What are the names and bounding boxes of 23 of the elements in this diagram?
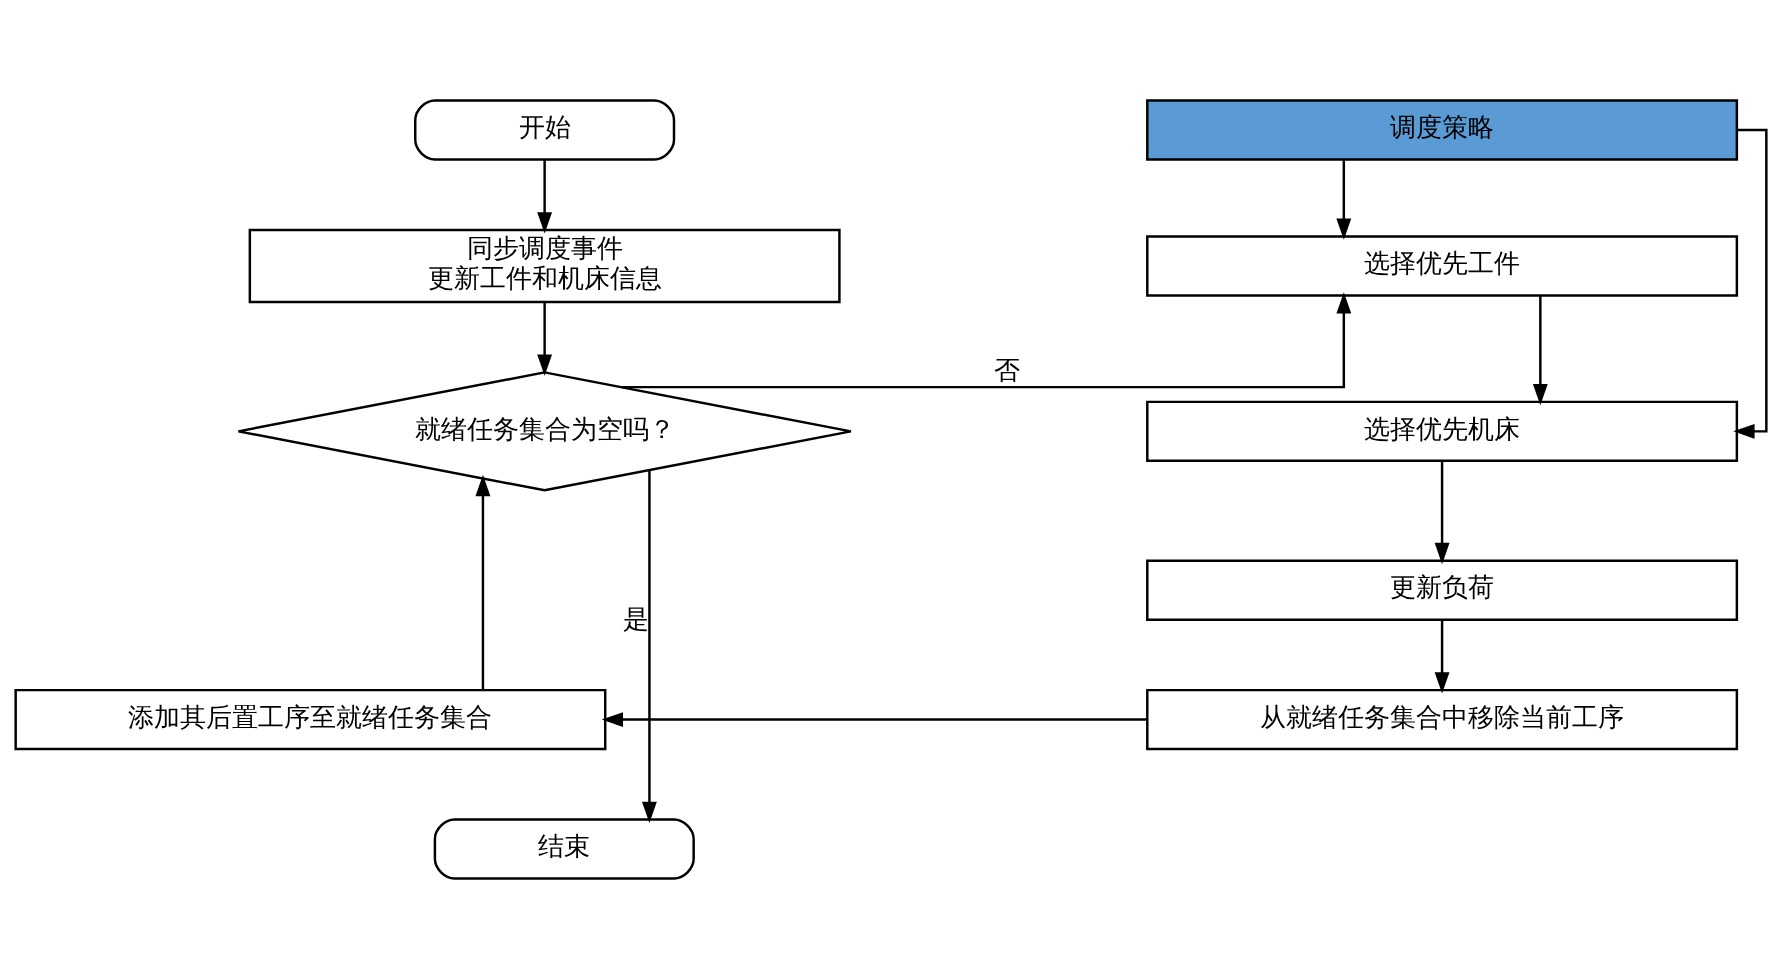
arrow [537,159,553,233]
node-box: 选择优先机床 [1146,400,1739,462]
arrow [475,474,491,690]
node-box: 从就绪任务集合中移除当前工序 [1146,688,1739,750]
node-box: 同步调度事件 更新工件和机床信息 [248,228,841,303]
node-box: 选择优先工件 [1146,234,1739,297]
arrow [621,291,1352,388]
node-box: 添加其后置工序至就绪任务集合 [14,688,607,750]
arrow [601,711,1147,727]
arrow [1733,128,1768,439]
arrow [1336,159,1352,240]
arrow [641,470,657,823]
node-diamond: 就绪任务集合为空吗？ [237,370,853,492]
arrow [1532,295,1548,405]
arrow [537,302,553,376]
arrow [1434,460,1450,564]
node-box: 结束 [433,817,695,880]
edge-label: 否 [993,354,1020,385]
arrow [1434,619,1450,693]
node-box: 开始 [414,98,676,161]
node-box: 调度策略 [1146,98,1739,161]
node-box: 更新负荷 [1146,559,1739,621]
edge-label: 是 [623,603,650,634]
